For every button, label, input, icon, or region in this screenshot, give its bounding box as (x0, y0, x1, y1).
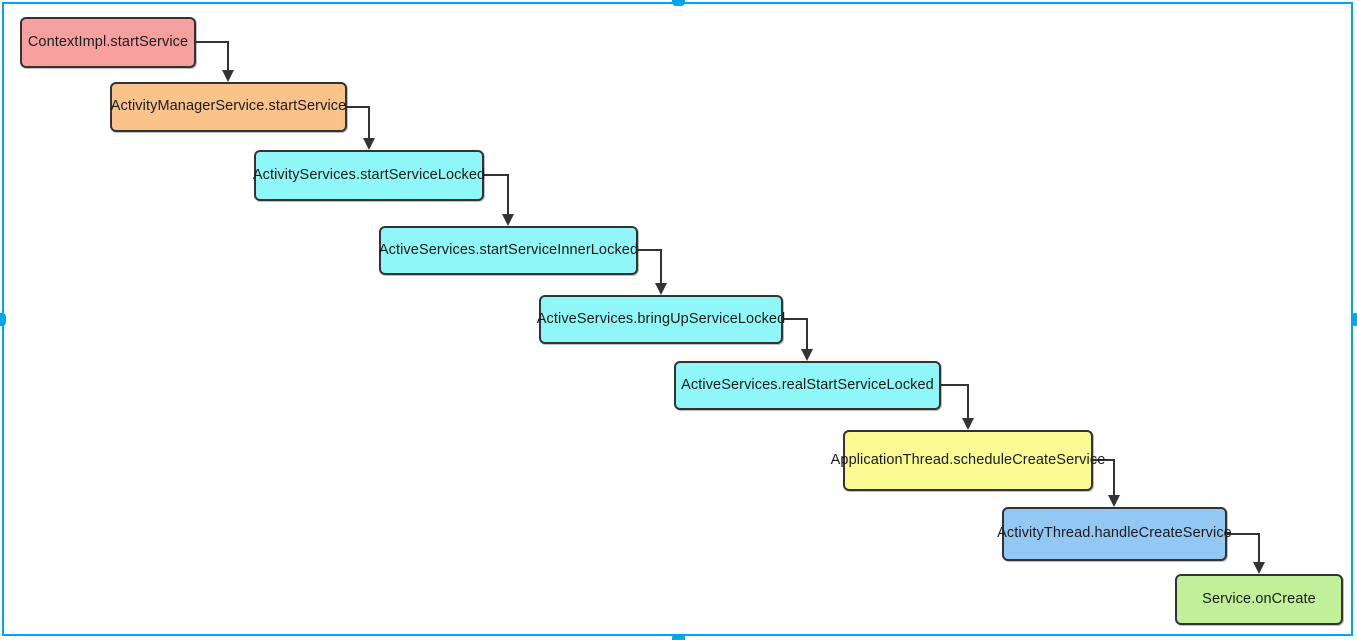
flow-node-label: ActivityManagerService.startService (110, 98, 347, 115)
edge-n2-n3 (347, 106, 375, 150)
flow-node-label: ActiveServices.startServiceInnerLocked (378, 241, 639, 258)
flow-node-service-on-create[interactable]: Service.onCreate (1175, 574, 1343, 625)
flow-node-application-thread-schedule-create-service[interactable]: ApplicationThread.scheduleCreateService (831, 430, 1105, 491)
flow-node-label: ApplicationThread.scheduleCreateService (830, 451, 1106, 468)
flow-node-active-services-start-service-inner-locked[interactable]: ActiveServices.startServiceInnerLocked (379, 226, 638, 275)
edge-n1-n2 (196, 41, 234, 82)
edge-n5-n6 (783, 318, 813, 361)
resize-handle-left-middle[interactable] (0, 313, 6, 326)
flow-node-label: Service.onCreate (1202, 590, 1316, 607)
flow-node-activity-services-start-service-locked[interactable]: ActivityServices.startServiceLocked (252, 150, 486, 201)
flow-node-context-impl-start-service[interactable]: ContextImpl.startService (20, 17, 196, 68)
flow-node-label: ActivityServices.startServiceLocked (252, 166, 486, 183)
flow-node-activity-manager-service-start-service[interactable]: ActivityManagerService.startService (110, 82, 347, 132)
edge-n8-n9 (1227, 533, 1265, 574)
resize-handle-right-middle[interactable] (1351, 313, 1357, 326)
edge-n3-n4 (484, 174, 514, 226)
flow-node-active-services-bring-up-service-locked[interactable]: ActiveServices.bringUpServiceLocked (536, 295, 786, 344)
flow-node-label: ActivityThread.handleCreateService (997, 525, 1232, 542)
resize-handle-bottom-center[interactable] (672, 634, 685, 640)
resize-handle-top-center[interactable] (672, 0, 685, 6)
edge-n4-n5 (638, 249, 667, 295)
flow-node-label: ActiveServices.realStartServiceLocked (681, 376, 934, 393)
flow-node-active-services-real-start-service-locked[interactable]: ActiveServices.realStartServiceLocked (674, 361, 941, 410)
flow-node-activity-thread-handle-create-service[interactable]: ActivityThread.handleCreateService (997, 507, 1232, 561)
flow-node-label: ActiveServices.bringUpServiceLocked (536, 310, 786, 327)
flow-node-label: ContextImpl.startService (27, 33, 189, 50)
edge-n6-n7 (941, 384, 974, 430)
